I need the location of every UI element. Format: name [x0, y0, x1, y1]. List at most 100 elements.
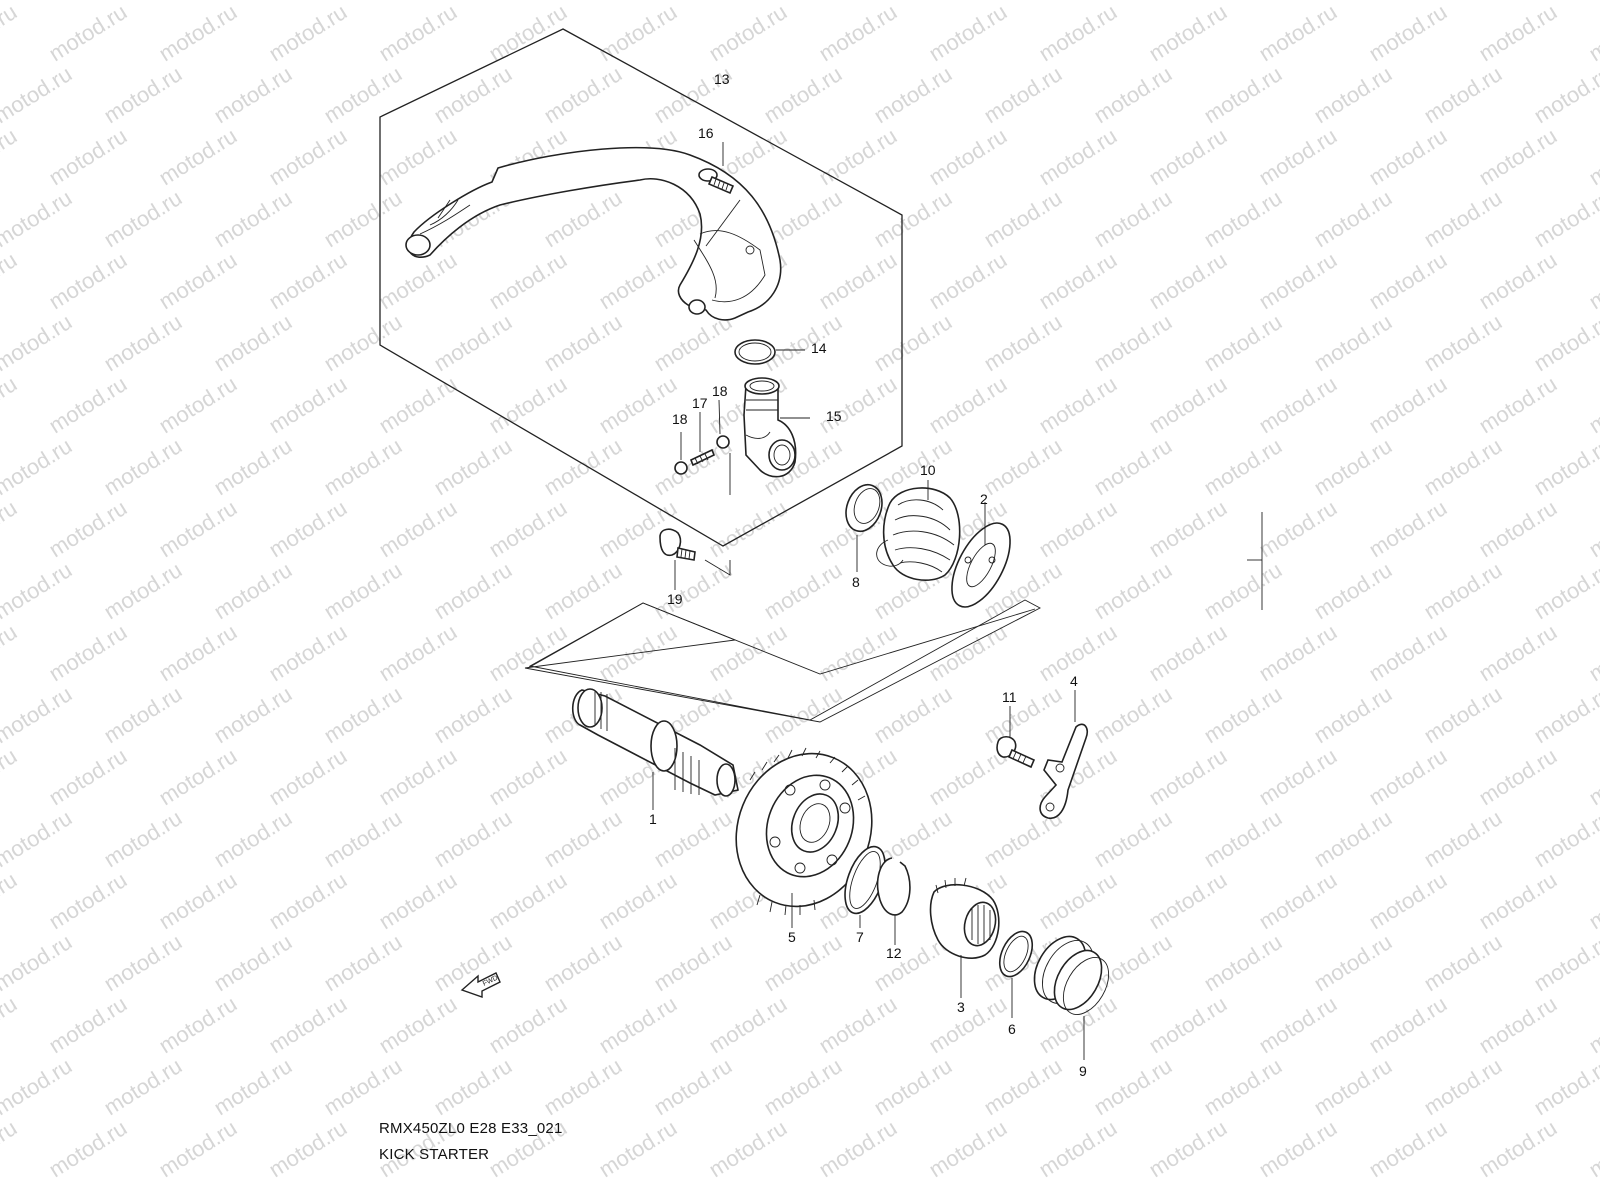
watermark-text: motod.ru	[1419, 681, 1506, 748]
watermark-text: motod.ru	[99, 557, 186, 624]
spring-10	[876, 487, 961, 581]
watermark-text: motod.ru	[759, 309, 846, 376]
watermark-text: motod.ru	[1529, 433, 1600, 500]
watermark-text: motod.ru	[759, 1053, 846, 1120]
watermark-text: motod.ru	[1254, 247, 1341, 314]
watermark-text: motod.ru	[1089, 433, 1176, 500]
callout-16: 16	[698, 125, 714, 141]
watermark-text: motod.ru	[869, 61, 956, 128]
watermark-text: motod.ru	[1034, 619, 1121, 686]
watermark-text: motod.ru	[429, 433, 516, 500]
watermark-text: motod.ru	[814, 0, 901, 66]
watermark-text: motod.ru	[1309, 1053, 1396, 1120]
watermark-text: motod.ru	[979, 61, 1066, 128]
watermark-text: motod.ru	[374, 619, 461, 686]
watermark-text: motod.ru	[209, 1053, 296, 1120]
watermark-text: motod.ru	[319, 681, 406, 748]
watermark-text: motod.ru	[1144, 495, 1231, 562]
watermark-text: motod.ru	[1584, 495, 1600, 562]
watermark-text: motod.ru	[1364, 743, 1451, 810]
watermark-text: motod.ru	[319, 61, 406, 128]
watermark-text: motod.ru	[1364, 495, 1451, 562]
watermark-text: motod.ru	[1144, 991, 1231, 1058]
watermark-text: motod.ru	[319, 185, 406, 252]
watermark-text: motod.ru	[539, 61, 626, 128]
watermark-text: motod.ru	[429, 805, 516, 872]
watermark-text: motod.ru	[1309, 433, 1396, 500]
watermark-text: motod.ru	[99, 929, 186, 996]
watermark-text: motod.ru	[814, 371, 901, 438]
watermark-text: motod.ru	[1254, 495, 1341, 562]
watermark-text: motod.ru	[1364, 619, 1451, 686]
watermark-text: motod.ru	[1474, 495, 1561, 562]
watermark-text: motod.ru	[1034, 0, 1121, 66]
callout-layer: 13 16 14 15 18 17 18 19 10 2 8 11 4 1 5 …	[649, 71, 1087, 1079]
watermark-text: motod.ru	[264, 371, 351, 438]
watermark-text: motod.ru	[924, 371, 1011, 438]
watermark-text: motod.ru	[429, 1053, 516, 1120]
watermark-text: motod.ru	[594, 867, 681, 934]
watermark-text: motod.ru	[979, 185, 1066, 252]
callout-18-right: 18	[712, 383, 728, 399]
watermark-text: motod.ru	[1199, 929, 1286, 996]
watermark-text: motod.ru	[44, 867, 131, 934]
washer-6	[998, 930, 1034, 978]
watermark-text: motod.ru	[1089, 185, 1176, 252]
watermark-text: motod.ru	[1034, 867, 1121, 934]
washer-2	[951, 522, 1011, 608]
watermark-text: motod.ru	[44, 743, 131, 810]
watermark-text: motod.ru	[924, 0, 1011, 66]
watermark-text: motod.ru	[924, 123, 1011, 190]
watermark-text: motod.ru	[1254, 1115, 1341, 1182]
watermark-text: motod.ru	[99, 185, 186, 252]
watermark-text: motod.ru	[209, 557, 296, 624]
watermark-text: motod.ru	[594, 0, 681, 66]
watermark-text: motod.ru	[1254, 123, 1341, 190]
watermark-text: motod.ru	[649, 557, 736, 624]
watermark-text: motod.ru	[374, 371, 461, 438]
callout-3: 3	[957, 999, 965, 1015]
callout-10: 10	[920, 462, 936, 478]
bolt-16	[698, 168, 735, 195]
watermark-text: motod.ru	[1364, 1115, 1451, 1182]
assembly-outline-13	[379, 28, 903, 547]
callout-17: 17	[692, 395, 708, 411]
watermark-text: motod.ru	[649, 805, 736, 872]
watermark-text: motod.ru	[924, 247, 1011, 314]
watermark-text: motod.ru	[759, 929, 846, 996]
callout-1: 1	[649, 811, 657, 827]
watermark-text: motod.ru	[264, 1115, 351, 1182]
watermark-text: motod.ru	[484, 0, 571, 66]
watermark-text: motod.ru	[429, 61, 516, 128]
watermark-text: motod.ru	[0, 743, 21, 810]
watermark-text: motod.ru	[1089, 805, 1176, 872]
watermark-text: motod.ru	[1529, 681, 1600, 748]
watermark-text: motod.ru	[1364, 0, 1451, 66]
watermark-text: motod.ru	[484, 867, 571, 934]
watermark-text: motod.ru	[1254, 0, 1341, 66]
watermark-text: motod.ru	[484, 991, 571, 1058]
watermark-text: motod.ru	[1254, 371, 1341, 438]
callout-12: 12	[886, 945, 902, 961]
watermark-text: motod.ru	[1034, 495, 1121, 562]
watermark-text: motod.ru	[1034, 123, 1121, 190]
watermark-text: motod.ru	[1309, 929, 1396, 996]
watermark-text: motod.ru	[154, 0, 241, 66]
assembly-outline-shaft-top	[527, 602, 1036, 675]
watermark-text: motod.ru	[1529, 185, 1600, 252]
watermark-text: motod.ru	[44, 247, 131, 314]
callout-4: 4	[1070, 673, 1078, 689]
watermark-text: motod.ru	[209, 681, 296, 748]
watermark-text: motod.ru	[374, 123, 461, 190]
watermark-text: motod.ru	[99, 805, 186, 872]
callout-19: 19	[667, 591, 683, 607]
watermark-text: motod.ru	[374, 991, 461, 1058]
watermark-text: motod.ru	[1199, 557, 1286, 624]
watermark-text: motod.ru	[1419, 433, 1506, 500]
watermark-text: motod.ru	[1584, 1115, 1600, 1182]
watermark-text: motod.ru	[1529, 929, 1600, 996]
watermark-text: motod.ru	[1474, 247, 1561, 314]
watermark-text: motod.ru	[1309, 61, 1396, 128]
spring-9	[1033, 935, 1110, 1015]
watermark-text: motod.ru	[1529, 1053, 1600, 1120]
